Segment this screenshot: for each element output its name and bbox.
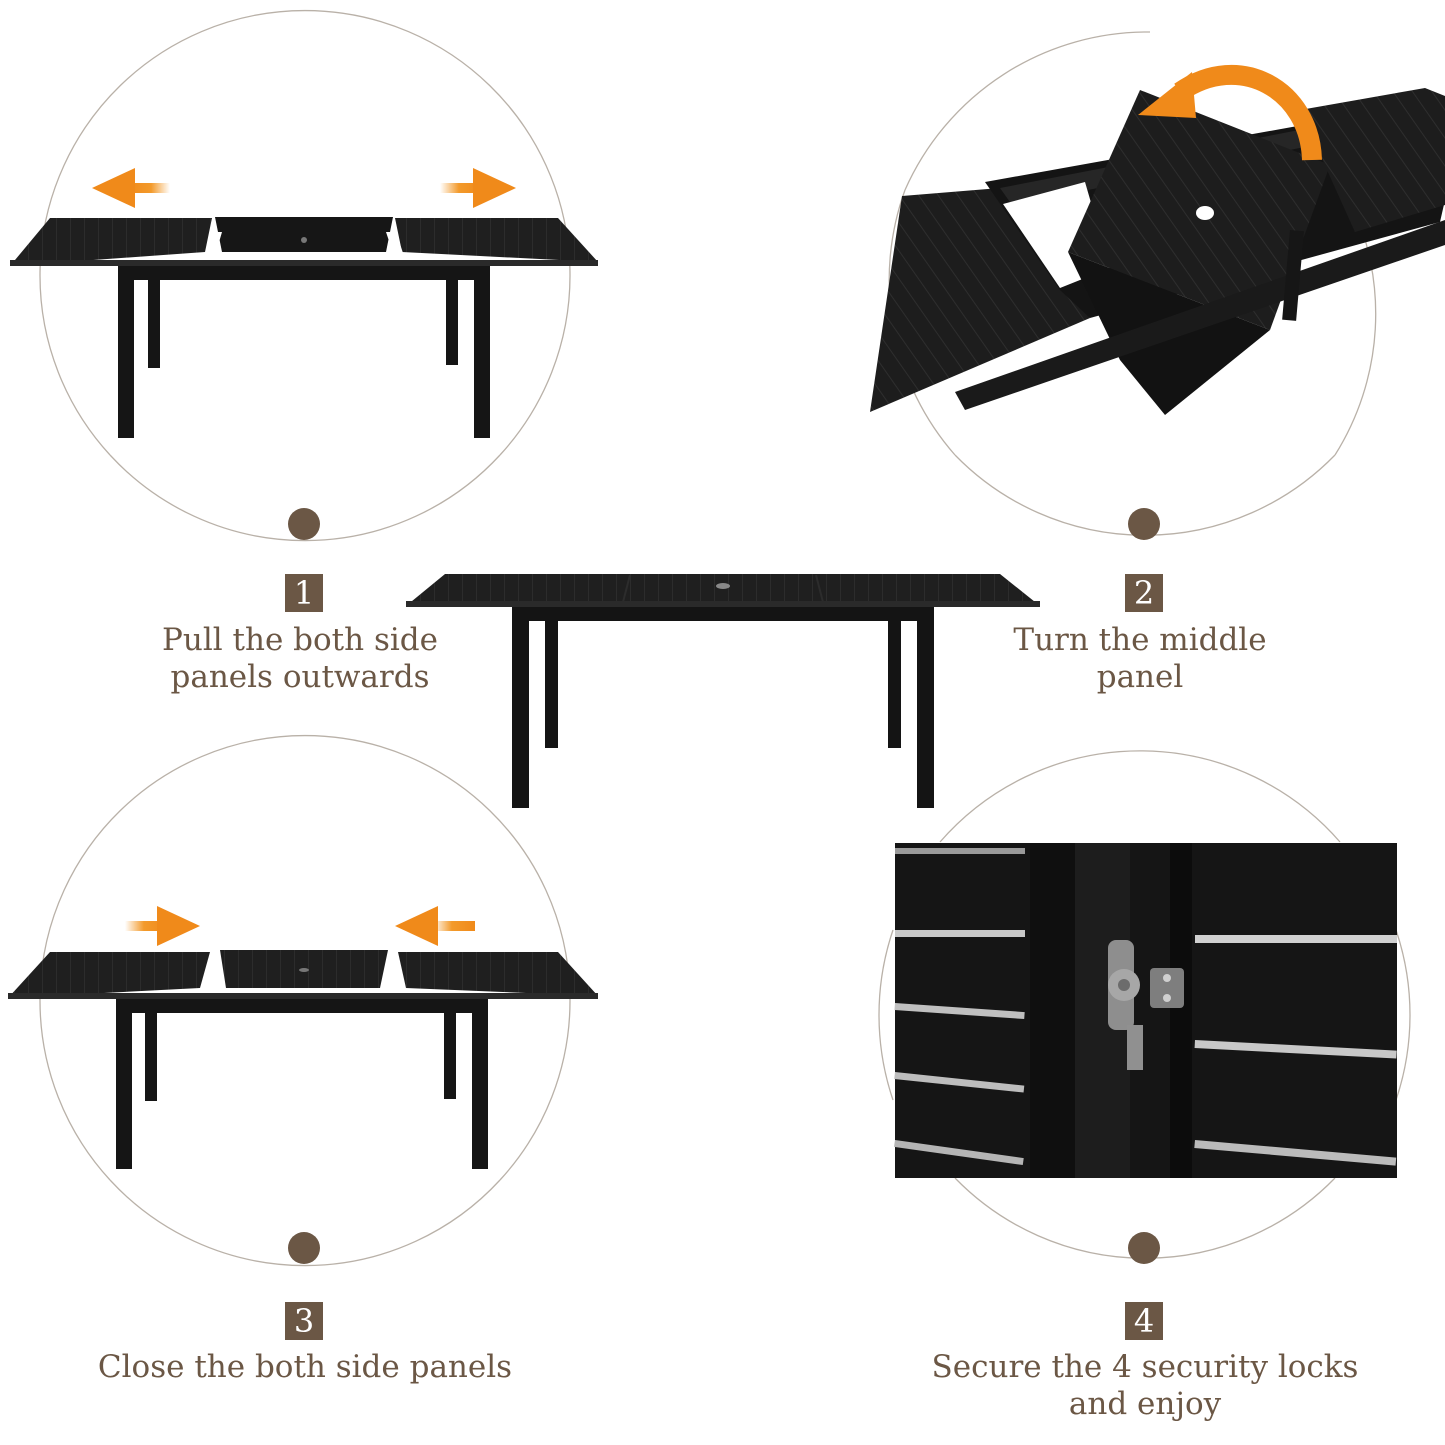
step-4-number: 4 <box>1125 1302 1163 1340</box>
step-3-number: 3 <box>285 1302 323 1340</box>
step-2-dot <box>1128 508 1160 540</box>
step-3-illustration <box>8 734 598 1267</box>
step-3-caption: Close the both side panels <box>40 1349 570 1386</box>
step-4-caption: Secure the 4 security locks and enjoy <box>880 1349 1410 1423</box>
step-2-caption: Turn the middle panel <box>940 622 1340 696</box>
step-3-dot <box>288 1232 320 1264</box>
step-1-table <box>10 217 598 438</box>
arrow-right-icon <box>125 906 200 946</box>
step-4-caption-line1: Secure the 4 security locks <box>931 1349 1359 1385</box>
step-3-table <box>8 950 598 1169</box>
step-4-dot <box>1128 1232 1160 1264</box>
step-1-caption-line1: Pull the both side <box>162 622 438 658</box>
step-4-photo <box>894 843 1397 1178</box>
step-2-caption-line1: Turn the middle <box>1013 622 1267 658</box>
step-3-circle <box>39 734 571 1267</box>
rotate-arrow-icon <box>1138 64 1322 161</box>
step-3-caption-line1: Close the both side panels <box>97 1349 513 1385</box>
step-2-number: 2 <box>1125 574 1163 612</box>
step-4-caption-line2: and enjoy <box>1068 1386 1222 1422</box>
step-1-number: 1 <box>285 574 323 612</box>
step-1-circle <box>39 9 571 542</box>
step-1-caption-line2: panels outwards <box>170 659 430 695</box>
security-lock-icon <box>1108 940 1184 1070</box>
step-2-table <box>870 88 1445 415</box>
step-1-illustration <box>10 9 598 542</box>
step-1-dot <box>288 508 320 540</box>
step-4-illustration <box>878 750 1411 1264</box>
step-1-caption: Pull the both side panels outwards <box>100 622 500 696</box>
arrow-left-icon <box>92 168 170 208</box>
arrow-left-icon <box>395 906 475 946</box>
step-2-caption-line2: panel <box>1096 659 1184 695</box>
arrow-right-icon <box>440 168 516 208</box>
step-2-illustration <box>870 31 1445 540</box>
center-table-illustration <box>406 574 1040 808</box>
